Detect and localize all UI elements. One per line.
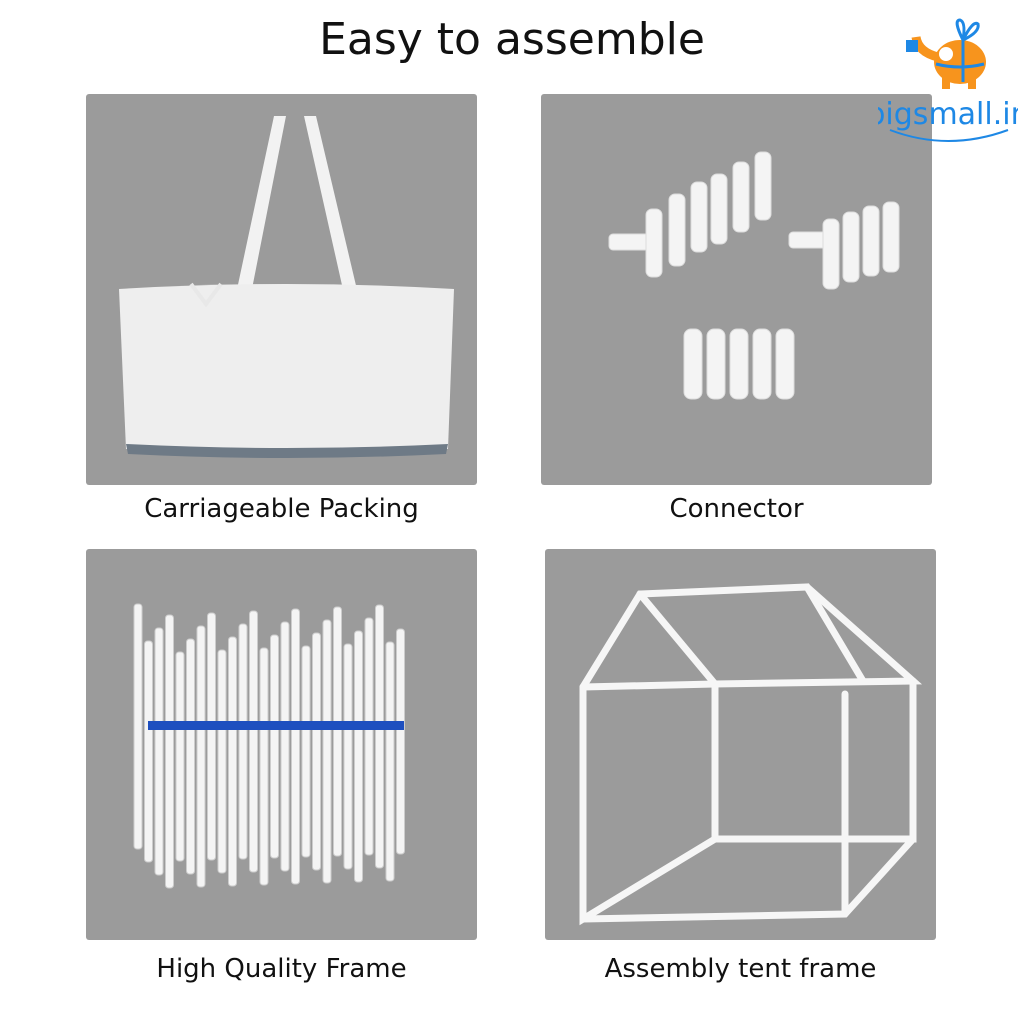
pipe xyxy=(144,640,153,863)
caption-tent: Assembly tent frame xyxy=(604,954,877,984)
label-tape xyxy=(148,721,404,730)
caption-packing: Carriageable Packing xyxy=(144,494,419,524)
brand-logo: bigsmall.in xyxy=(866,12,1024,152)
pipe xyxy=(312,632,321,871)
caption-frame: High Quality Frame xyxy=(156,954,407,984)
pipe xyxy=(270,634,279,859)
elephant-logo-icon: bigsmall.in xyxy=(866,18,1024,142)
panel-tent xyxy=(545,549,936,940)
pipe xyxy=(228,636,237,887)
bag-image xyxy=(119,116,454,458)
pipes-image xyxy=(133,603,405,889)
pipe xyxy=(375,604,384,869)
pipe xyxy=(259,647,269,886)
pipe xyxy=(186,638,195,875)
logo-text: bigsmall.in xyxy=(878,97,1018,132)
pipe xyxy=(343,643,353,870)
pipe xyxy=(333,606,342,857)
pipe xyxy=(291,608,300,885)
connectors-image xyxy=(608,151,900,400)
pipe xyxy=(249,610,258,873)
panel-connector xyxy=(541,94,932,485)
pipe xyxy=(238,623,248,860)
pipe xyxy=(207,612,216,861)
tent-frame-image xyxy=(579,583,923,926)
pipe xyxy=(133,603,143,850)
caption-connector: Connector xyxy=(669,494,804,524)
pipe xyxy=(301,645,311,858)
pipe xyxy=(165,614,174,889)
pipe xyxy=(396,628,405,855)
pipe xyxy=(354,630,363,883)
pipe xyxy=(385,641,395,882)
pipe xyxy=(364,617,374,856)
page-title: Easy to assemble xyxy=(319,14,705,65)
pipe xyxy=(217,649,227,874)
pipe xyxy=(322,619,332,884)
pipe xyxy=(175,651,185,862)
pipe xyxy=(154,627,164,876)
panel-frame xyxy=(86,549,477,940)
panel-packing xyxy=(86,94,477,485)
pipe xyxy=(280,621,290,872)
pipe xyxy=(196,625,206,888)
